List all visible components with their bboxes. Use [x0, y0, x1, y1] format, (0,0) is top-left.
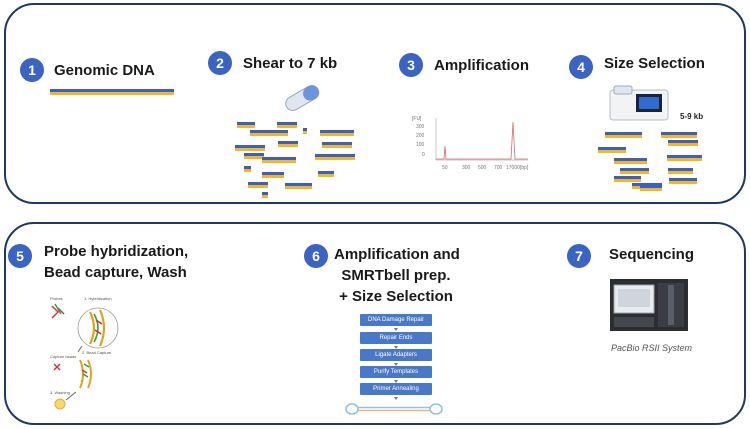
dna-fragment [262, 192, 268, 198]
step-4-title: Size Selection [604, 55, 705, 72]
dna-fragment [303, 128, 307, 134]
step-5-badge: 5 [8, 244, 32, 268]
dna-fragment [614, 158, 647, 164]
dna-fragment [614, 176, 641, 182]
step-7-title: Sequencing [609, 246, 695, 263]
capture-hyb-label: 1. Hybridization [84, 296, 112, 301]
dna-fragment [235, 145, 265, 151]
size-selection-instrument-icon [609, 85, 669, 121]
step-6-badge: 6 [304, 244, 328, 268]
dna-fragment [315, 154, 355, 160]
dna-fragment [640, 185, 662, 191]
step-6-title-line2: SMRTbell prep. [341, 267, 451, 284]
protocol-arrow [394, 397, 398, 400]
dna-fragment [244, 166, 251, 172]
protocol-arrow [394, 363, 398, 366]
smrtbell-template-icon [345, 403, 443, 415]
dna-fragment [248, 182, 268, 188]
dna-fragment [278, 141, 298, 147]
size-range-label: 5-9 kb [680, 112, 704, 121]
bioanalyzer-x-tick: 500 [478, 165, 487, 171]
dna-fragment [668, 168, 693, 174]
step-6-title-line3: + Size Selection [339, 288, 453, 305]
dna-fragment [237, 122, 255, 128]
step-4-badge: 4 [569, 55, 593, 79]
step-1-badge: 1 [20, 58, 44, 82]
protocol-step-box: Purify Templates [360, 366, 432, 378]
dna-fragment [620, 168, 649, 174]
bioanalyzer-y-tick: 100 [416, 142, 425, 148]
step-5-title-line2: Bead capture, Wash [44, 264, 187, 281]
bioanalyzer-x-tick: 50 [442, 165, 448, 171]
bioanalyzer-y-tick: 300 [416, 124, 425, 130]
capture-probe-label: Probes [50, 296, 63, 301]
dna-fragment [605, 132, 642, 138]
bioanalyzer-x-tick: 700 [494, 165, 503, 171]
dna-fragment [320, 130, 354, 136]
dna-fragment [661, 132, 697, 138]
bioanalyzer-trace-chart: [FU] 300 200 100 0 50 300 500 700 17000 … [412, 116, 529, 171]
step-3-title: Amplification [434, 57, 530, 74]
capture-bead-capture-label: 2. Bead Capture [82, 350, 112, 355]
dna-fragment [669, 178, 697, 184]
pacbio-sequencer-icon [610, 279, 688, 331]
step-6-title-line1: Amplification and [334, 246, 460, 263]
capture-wash-label: 3. Washing [50, 390, 70, 395]
bioanalyzer-trace-line [436, 121, 528, 160]
sonication-tube-icon [285, 85, 320, 111]
protocol-step-box: Primer Annealing [360, 383, 432, 395]
step-7-badge: 7 [567, 244, 591, 268]
protocol-arrow [394, 328, 398, 331]
protocol-arrow [394, 346, 398, 349]
step-2-title: Shear to 7 kb [243, 55, 338, 72]
bioanalyzer-y-tick: 0 [422, 152, 425, 158]
protocol-step-box: DNA Damage Repair [360, 314, 432, 326]
dna-fragment [322, 142, 352, 148]
capture-beads-label: Capture beads [50, 354, 76, 359]
bioanalyzer-x-tick: 17000 [506, 165, 520, 171]
dna-fragment [318, 171, 334, 177]
protocol-arrow [394, 380, 398, 383]
step-1-title: Genomic DNA [54, 62, 155, 79]
step-3-badge: 3 [399, 53, 423, 77]
hybrid-capture-illustration: Probes 1. Hybridization 2. Bead Capture … [50, 296, 119, 410]
dna-fragment [250, 130, 288, 136]
step-2-badge: 2 [208, 51, 232, 75]
dna-fragment [667, 155, 702, 161]
bioanalyzer-y-unit: [FU] [412, 116, 422, 122]
sequencer-caption: PacBio RSII System [611, 343, 693, 353]
step-5-title-line1: Probe hybridization, [44, 243, 189, 260]
protocol-step-box: Ligate Adapters [360, 349, 432, 361]
dna-fragment [668, 140, 698, 146]
dna-fragment [598, 147, 626, 153]
dna-fragment [262, 157, 296, 163]
protocol-step-box: Repair Ends [360, 332, 432, 344]
dna-fragment [262, 172, 284, 178]
dna-fragment [285, 183, 312, 189]
bioanalyzer-x-unit: [bp] [520, 165, 529, 171]
bioanalyzer-x-tick: 300 [462, 165, 471, 171]
genomic-dna-strand [50, 89, 174, 95]
dna-fragment [277, 122, 297, 128]
bioanalyzer-y-tick: 200 [416, 133, 425, 139]
dna-fragment [244, 153, 264, 159]
